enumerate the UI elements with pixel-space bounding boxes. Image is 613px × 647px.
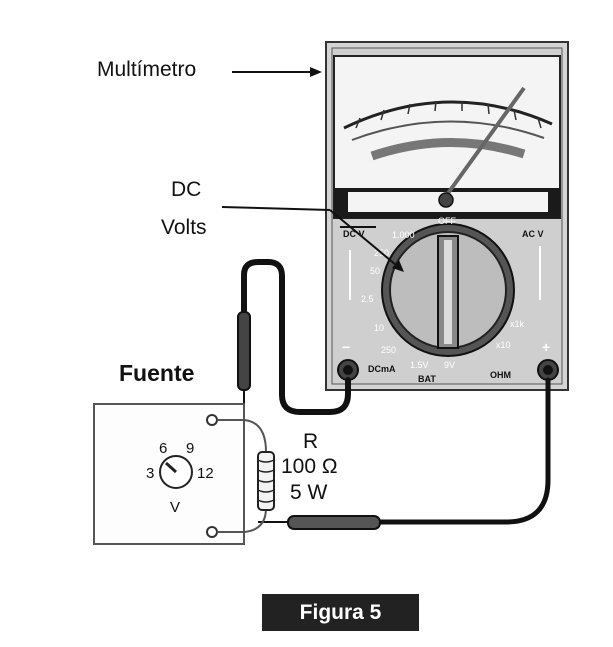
acv-label: AC V	[522, 229, 544, 239]
minus-sign: −	[342, 339, 350, 355]
source-terminal-bottom	[206, 526, 218, 538]
off-label: OFF	[438, 216, 456, 226]
figure-caption: Figura 5	[262, 594, 419, 631]
meter-needle	[444, 86, 526, 198]
dcv-label: DC V	[343, 229, 365, 239]
dc-label: DC	[171, 178, 202, 201]
knob-tick-3: 3	[146, 465, 154, 482]
multimeter-label: Multímetro	[97, 58, 197, 81]
dcv-range-2.5: 2.5	[361, 294, 374, 304]
bat-range-1.5v: 1.5V	[410, 360, 429, 370]
power-source	[93, 403, 245, 545]
bat-label: BAT	[418, 374, 436, 384]
bat-range-9v: 9V	[444, 360, 455, 370]
dcv-range-1000: 1.000	[392, 230, 415, 240]
resistor-power-label: 5 W	[290, 481, 328, 504]
volts-label: Volts	[161, 216, 207, 239]
plus-terminal	[537, 359, 559, 381]
meter-scale-band	[370, 137, 526, 161]
resistor-name-label: R	[303, 430, 319, 453]
black-test-lead	[241, 259, 351, 415]
red-test-lead	[377, 377, 551, 525]
dcma-label: DCmA	[368, 364, 396, 374]
resistor-value-label: 100 Ω	[281, 455, 338, 478]
com-terminal	[337, 359, 359, 381]
dc-volts-callout-arrow	[221, 206, 404, 272]
plus-sign: +	[542, 339, 550, 355]
dcma-range-10: 10	[374, 323, 384, 333]
source-unit-label: V	[170, 499, 180, 516]
meter-scale-middle	[351, 120, 545, 141]
wire-source-bottom	[217, 507, 267, 533]
needle-pivot	[438, 192, 454, 208]
multimeter	[325, 41, 569, 391]
meter-display	[333, 55, 561, 219]
multimeter-callout-arrow	[232, 67, 322, 77]
ohm-range-x10: x10	[496, 340, 511, 350]
knob-tick-9: 9	[186, 440, 194, 457]
dcma-range-250: 250	[381, 345, 396, 355]
ohm-range-x1k: x1k	[510, 319, 525, 329]
range-selector	[340, 223, 541, 357]
resistor	[257, 451, 275, 511]
ohm-label: OHM	[490, 370, 511, 380]
red-probe	[258, 515, 381, 530]
meter-scale-outer	[343, 100, 553, 130]
knob-tick-12: 12	[197, 465, 214, 482]
knob-tick-6: 6	[159, 440, 167, 457]
dcv-range-50: 50	[370, 266, 380, 276]
source-label: Fuente	[119, 360, 195, 386]
wire-source-top	[217, 419, 267, 453]
source-terminal-top	[206, 414, 218, 426]
